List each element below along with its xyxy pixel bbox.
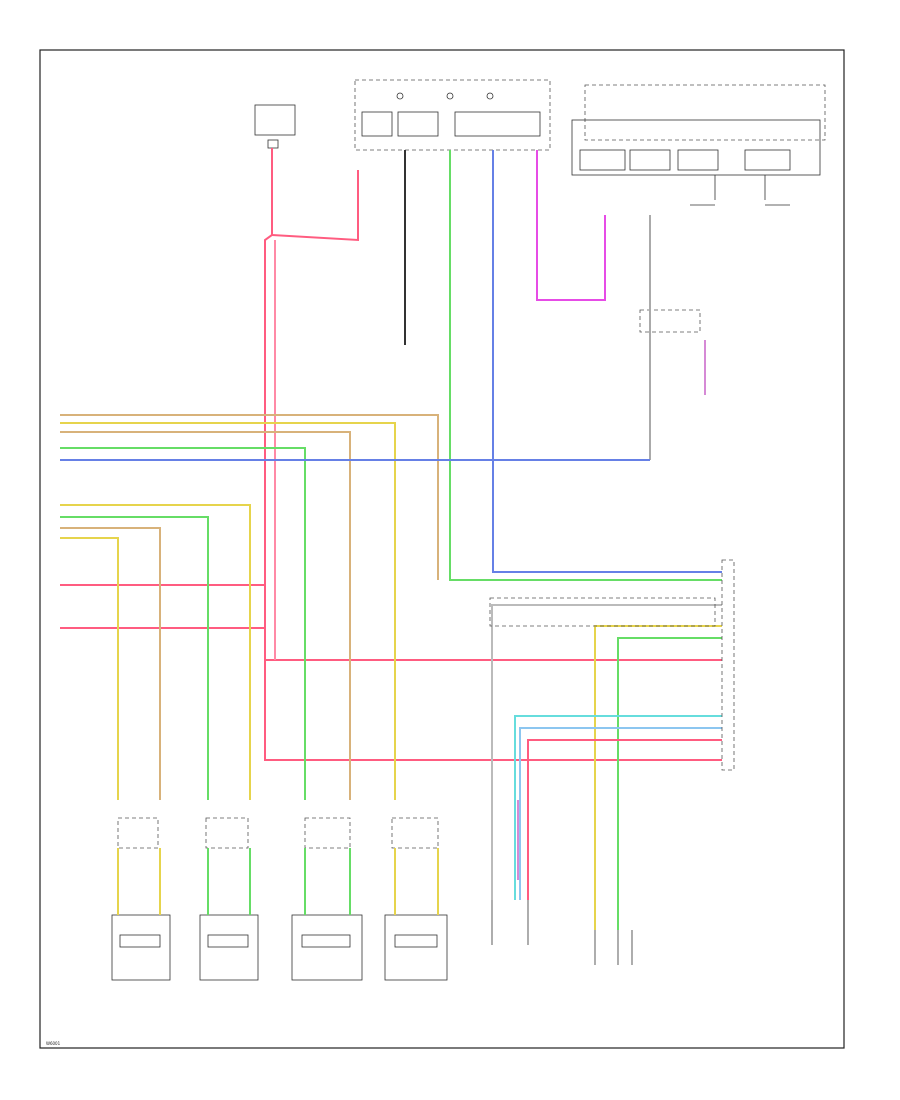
wire-red-lower [60,627,722,761]
sensor-group-4 [384,817,448,981]
wire-green-main [449,150,722,581]
wire-cyan-module [514,715,722,900]
wire-tan-module [594,625,722,930]
sensor-group-3 [291,817,363,981]
sensor-group-2 [199,817,259,981]
wire-green-2 [60,447,306,800]
wire-red-branch [271,170,359,242]
wire-sensor-4-lower [394,848,439,915]
wire-sensor-3-lower [304,848,351,915]
sensor-passenger-presence [491,900,529,945]
wire-tan-3 [60,527,161,800]
wire-blue-main [492,150,722,573]
wire-tan-1 [60,414,439,580]
wire-sensor-2-lower [207,848,251,915]
control-module-top-center [354,79,551,151]
wire-gray-module [491,604,722,900]
wire-yellow-4 [60,537,119,800]
sensor-seat-position [594,930,633,965]
wire-magenta [536,150,606,301]
instrument-cluster-top-right [571,84,826,206]
wire-green-3 [60,516,209,800]
wire-red-trunk [264,148,722,661]
wire-yellow-3 [60,504,251,800]
footer-code: W6001 [46,1041,61,1046]
wire-sensor-1-lower [117,848,161,915]
sensor-group-1 [111,817,171,981]
diagram-frame [39,49,845,1049]
wire-yellow-1 [60,422,396,800]
wire-lightblue-module [519,727,722,900]
fuse-block-top-left [254,104,296,149]
wire-tan-2 [60,431,351,800]
wire-red-module [527,739,722,900]
module-bottom-right [489,559,735,771]
wire-green-module [617,637,722,930]
